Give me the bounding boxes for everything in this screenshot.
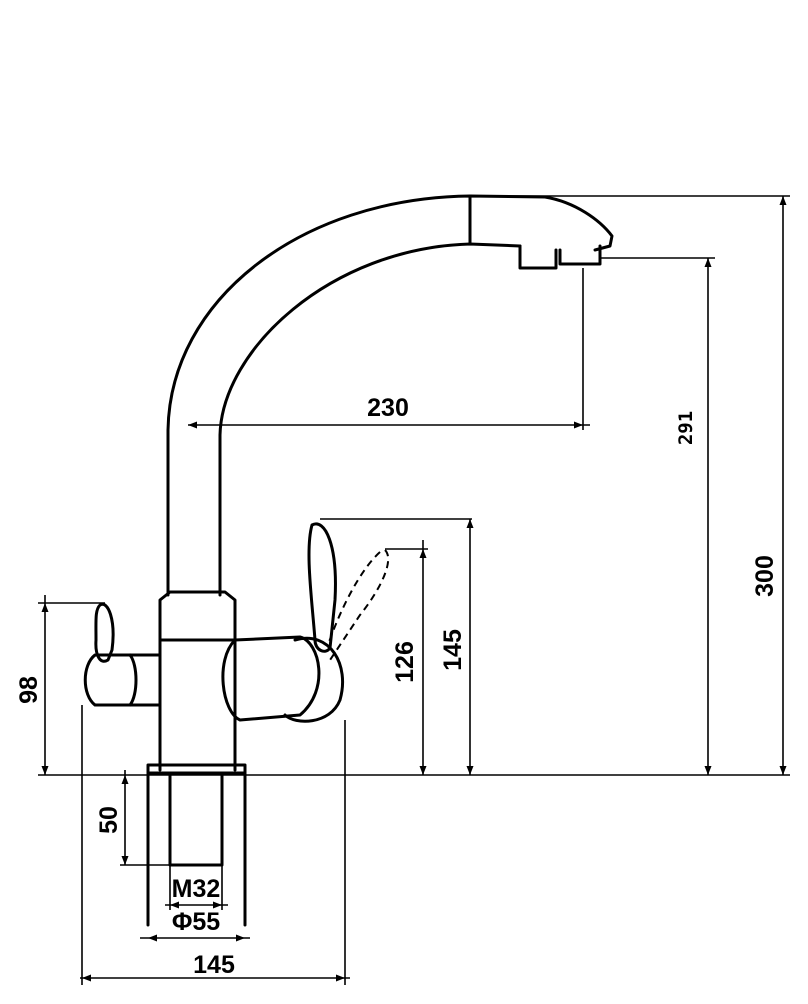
dimension-arrowhead: [779, 196, 787, 205]
dimension-arrowhead: [466, 519, 474, 528]
spout-outer: [166, 194, 614, 597]
label-left-handle-height: 98: [15, 676, 43, 704]
label-outlet-height: 291: [675, 411, 697, 445]
right-lever-alt: [327, 549, 390, 661]
dimension-arrowhead: [466, 766, 474, 775]
left-lever: [94, 602, 115, 663]
dimension-arrowhead: [574, 421, 583, 429]
dimension-arrowhead: [41, 766, 49, 775]
faucet-body: [158, 590, 237, 642]
dimension-lines: [38, 195, 790, 985]
label-spout-reach: 230: [367, 394, 409, 422]
aerator-outlets: [518, 244, 602, 270]
dimension-labels: 230 291 300 98 126 145 50 M32 Φ55 145: [15, 394, 779, 979]
label-base-diameter: Φ55: [172, 908, 220, 936]
right-lever: [307, 522, 337, 653]
base-flange: [146, 763, 247, 775]
right-handle-cap: [283, 636, 345, 723]
dimension-arrowhead: [704, 258, 712, 267]
label-overall-width: 145: [193, 951, 235, 979]
dimension-arrowhead: [41, 603, 49, 612]
left-handle-housing: [83, 653, 162, 707]
label-total-height: 300: [751, 555, 779, 597]
spout-inner: [218, 242, 522, 597]
dimension-arrowhead: [336, 974, 345, 982]
label-right-handle-height: 126: [391, 641, 419, 683]
dimension-arrowhead: [236, 934, 245, 942]
arrowheads: [41, 196, 787, 982]
right-handle-housing: [221, 635, 321, 722]
faucet-outline: [83, 194, 614, 927]
dimension-arrowhead: [704, 766, 712, 775]
left-handle-ring: [128, 653, 138, 707]
dimension-arrowhead: [419, 549, 427, 558]
dimension-arrowhead: [82, 974, 91, 982]
dimension-arrowhead: [121, 856, 129, 865]
label-shank-length: 50: [95, 806, 123, 834]
dimension-arrowhead: [419, 766, 427, 775]
dimension-arrowhead: [148, 934, 157, 942]
label-right-handle-top-height: 145: [439, 629, 467, 671]
dimension-arrowhead: [121, 775, 129, 784]
dimension-arrowhead: [213, 901, 222, 909]
label-thread: M32: [172, 875, 221, 903]
dimension-arrowhead: [170, 901, 179, 909]
dimension-arrowhead: [188, 421, 197, 429]
dimension-arrowhead: [779, 766, 787, 775]
shank: [146, 771, 247, 927]
